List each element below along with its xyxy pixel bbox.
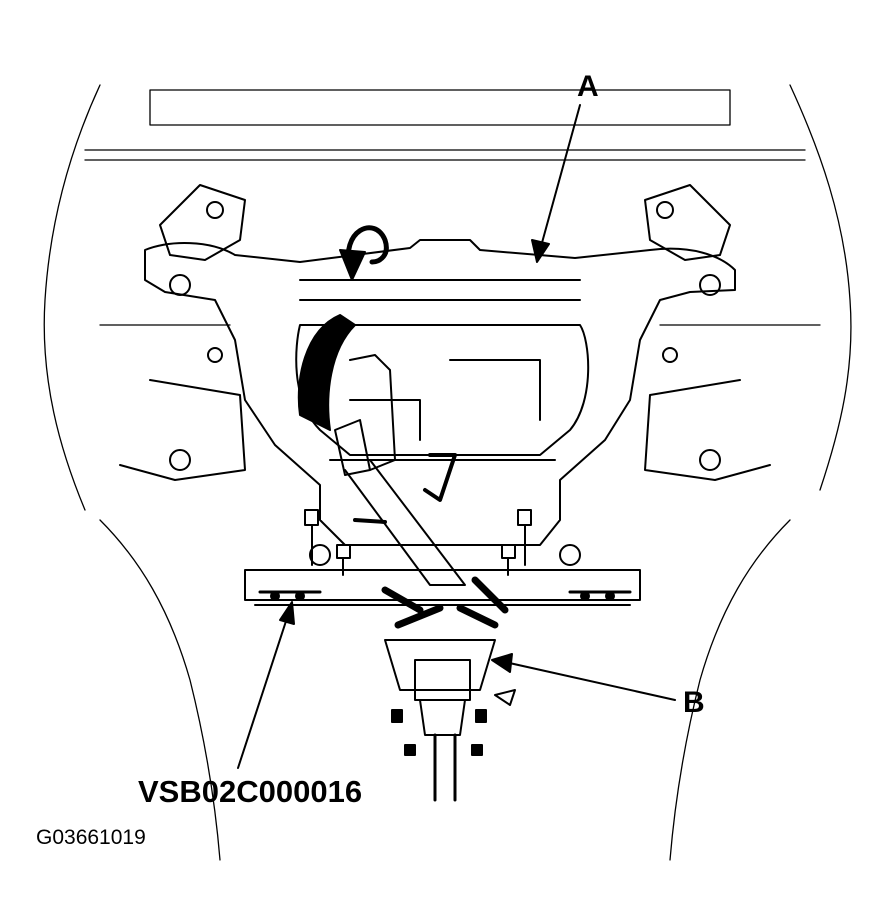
front-subframe xyxy=(119,184,771,566)
callout-label-b: B xyxy=(683,686,705,719)
vehicle-body-outline xyxy=(43,84,852,861)
callout-label-a: A xyxy=(577,70,599,103)
callout-leader-tool xyxy=(237,601,295,769)
tool-part-number: VSB02C000016 xyxy=(138,774,363,809)
callout-leader-a xyxy=(531,104,581,263)
mounting-bolts xyxy=(304,509,532,576)
figure-id: G03661019 xyxy=(36,826,146,849)
support-strap xyxy=(297,314,457,502)
transmission-jack xyxy=(384,639,516,802)
support-bar xyxy=(244,459,641,629)
rotate-arrow-icon xyxy=(339,225,389,281)
callout-leader-b xyxy=(491,653,676,701)
